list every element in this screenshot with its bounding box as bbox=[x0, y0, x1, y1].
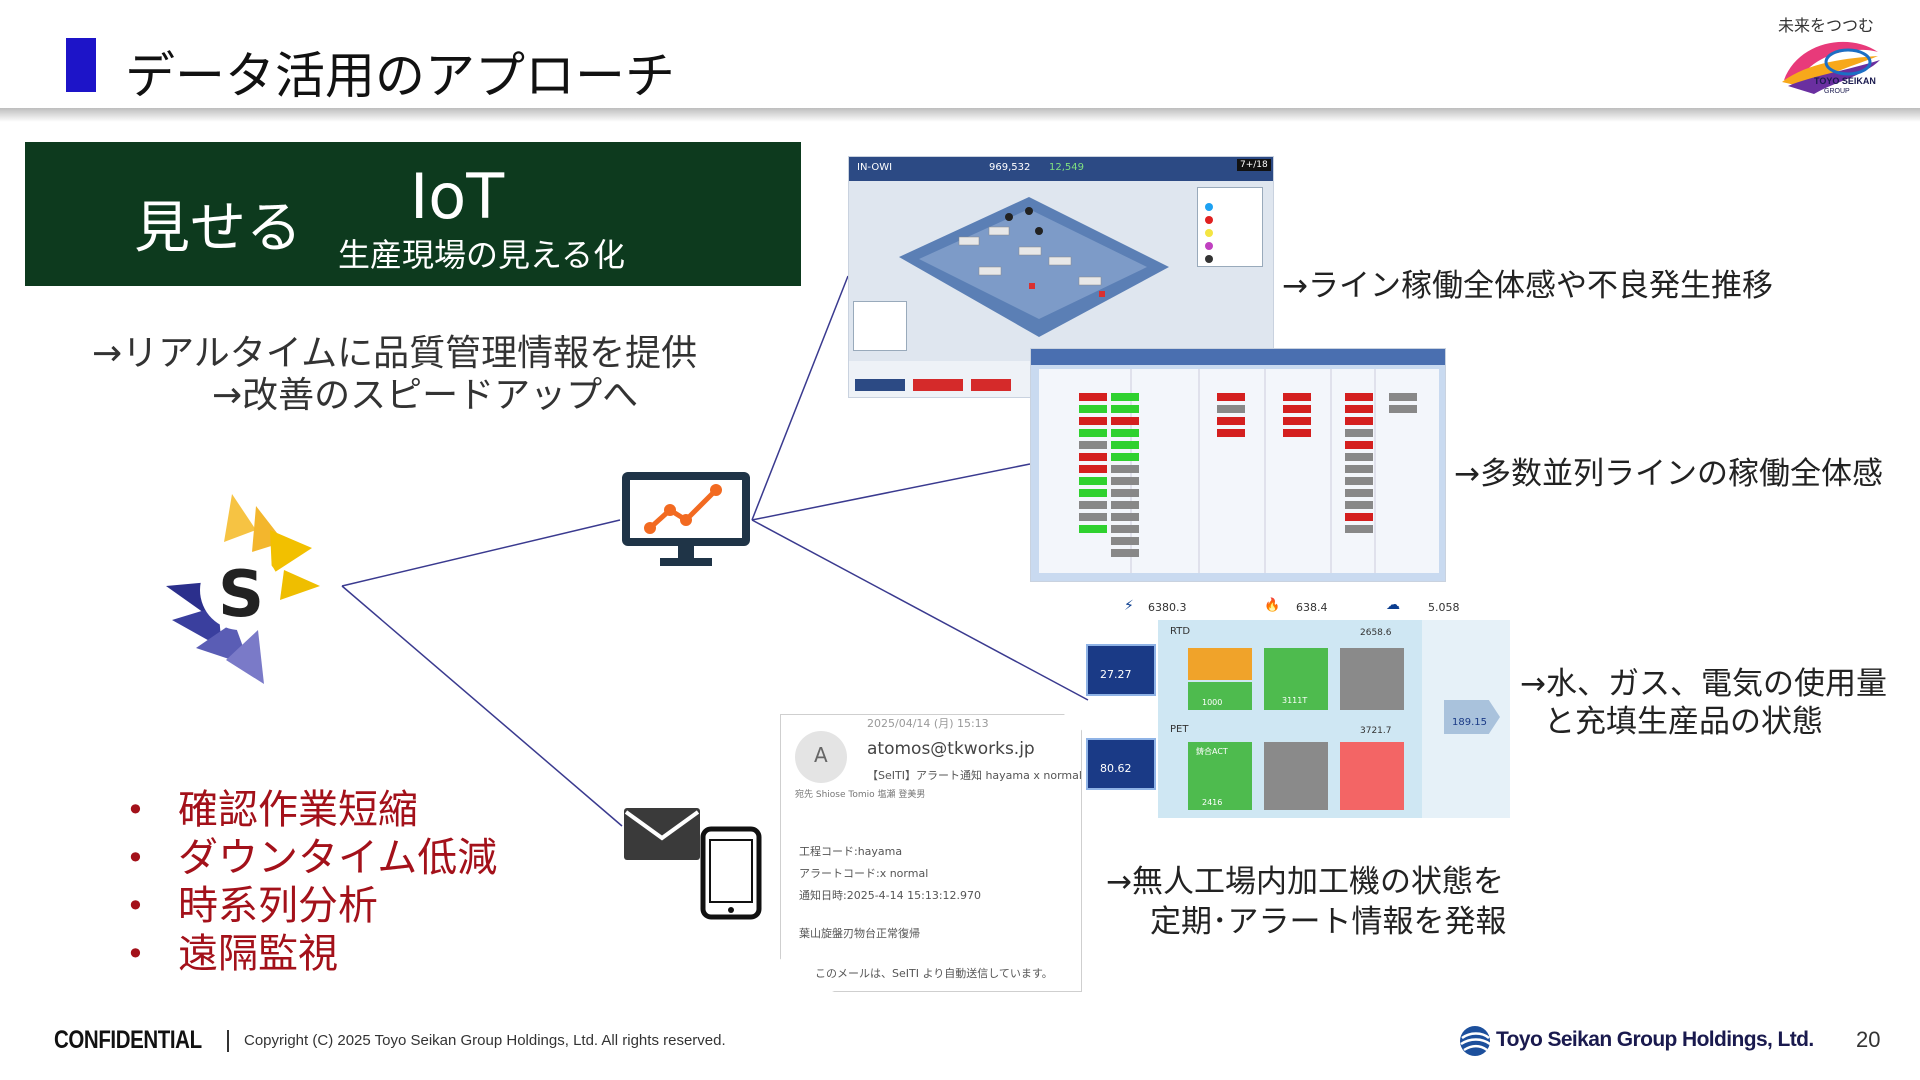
annotation-utilities-1: →水、ガス、電気の使用量 bbox=[1520, 666, 1887, 702]
board-status-cells bbox=[1079, 369, 1417, 573]
pet-total: 3721.7 bbox=[1360, 726, 1392, 736]
email-avatar-letter: A bbox=[814, 743, 828, 767]
footer-separator bbox=[227, 1030, 229, 1052]
tile-pet-gray bbox=[1264, 742, 1328, 810]
group-slogan: 未来をつつむ bbox=[1778, 16, 1875, 35]
svg-text:S: S bbox=[218, 558, 264, 632]
hero-left-label: 見せる bbox=[134, 196, 302, 261]
info-popup bbox=[853, 301, 907, 351]
email-body-line-3: 通知日時:2025-4-14 15:13:12.970 bbox=[799, 889, 982, 902]
energy-top-row bbox=[1086, 596, 1510, 620]
email-body-line-2: アラートコード:x normal bbox=[799, 867, 929, 880]
left-badge-1 bbox=[1086, 644, 1156, 696]
company-name: Toyo Seikan Group Holdings, Ltd. bbox=[1496, 1028, 1814, 1051]
hero-iot-sublabel: 生産現場の見える化 bbox=[338, 236, 626, 274]
envelope-icon bbox=[624, 808, 700, 860]
intro-line-1: →リアルタイムに品質管理情報を提供 bbox=[92, 333, 698, 374]
legend-panel bbox=[1197, 187, 1263, 267]
email-footer: このメールは、SeITI より自動送信しています。 bbox=[815, 967, 1053, 980]
iot-hero-box bbox=[25, 142, 801, 286]
rtd-label: RTD bbox=[1170, 626, 1191, 637]
tile-pet-1-value: 2416 bbox=[1202, 798, 1223, 807]
tile-pet-label: 鋳合ACT bbox=[1196, 747, 1228, 756]
dashboard-topbar-value1: 969,532 bbox=[989, 162, 1031, 173]
benefits-list: 確認作業短縮 ダウンタイム低減 時系列分析 遠隔監視 bbox=[120, 786, 497, 978]
left-value-2: 80.62 bbox=[1100, 762, 1132, 775]
email-avatar bbox=[795, 731, 847, 783]
water-icon: ☁ bbox=[1386, 597, 1400, 613]
benefit-item: ダウンタイム低減 bbox=[120, 834, 497, 882]
email-to: 宛先 Shiose Tomio 塩瀬 登美男 bbox=[795, 790, 926, 800]
energy-filling-panel: ⚡ 6380.3 🔥 638.4 ☁ 5.058 RTD 2658.6 PET … bbox=[1086, 596, 1510, 818]
benefit-item: 確認作業短縮 bbox=[120, 786, 497, 834]
tile-rtd-gray bbox=[1340, 648, 1404, 710]
right-value: 189.15 bbox=[1452, 717, 1487, 728]
email-subject: 【SeITI】アラート通知 hayama x normal bbox=[867, 769, 1082, 782]
title-accent-bar bbox=[66, 38, 96, 92]
confidential-label: CONFIDENTIAL bbox=[54, 1026, 202, 1054]
pet-label: PET bbox=[1170, 724, 1189, 735]
tile-rtd-1-value: 1000 bbox=[1202, 698, 1223, 707]
slide-header bbox=[0, 0, 1920, 110]
annotation-utilities-2: と充填生産品の状態 bbox=[1544, 704, 1823, 740]
dashboard-topbar-value2: 12,549 bbox=[1049, 162, 1084, 173]
annotation-unmanned-1: →無人工場内加工機の状態を bbox=[1106, 864, 1504, 900]
tile-rtd-orange bbox=[1188, 648, 1252, 680]
tile-rtd-green-2 bbox=[1264, 648, 1328, 710]
email-sender: atomos@tkworks.jp bbox=[867, 739, 1035, 759]
logo-text: TOYO SEIKAN bbox=[1814, 76, 1876, 86]
copyright-text: Copyright (C) 2025 Toyo Seikan Group Hol… bbox=[244, 1032, 726, 1049]
page-title: データ活用のアプローチ bbox=[125, 47, 675, 105]
tile-pet-red bbox=[1340, 742, 1404, 810]
email-body-line-4: 葉山旋盤刃物台正常復帰 bbox=[799, 927, 920, 940]
legend-swatches bbox=[1205, 203, 1213, 263]
tile-rtd-2-value: 3111T bbox=[1282, 696, 1308, 705]
logo-subtext: GROUP bbox=[1824, 88, 1850, 95]
lightning-icon: ⚡ bbox=[1124, 598, 1134, 614]
gas-value: 638.4 bbox=[1296, 601, 1328, 614]
dashboard-topbar bbox=[849, 157, 1273, 181]
hero-iot-label: IoT bbox=[410, 160, 505, 233]
right-arrow-badge bbox=[1444, 700, 1500, 734]
annotation-unmanned-2: 定期･アラート情報を発報 bbox=[1150, 904, 1507, 940]
electric-value: 6380.3 bbox=[1148, 601, 1187, 614]
benefit-item: 遠隔監視 bbox=[120, 930, 497, 978]
alert-email-card: 2025/04/14 (月) 15:13 A atomos@tkworks.jp… bbox=[780, 714, 1082, 992]
left-value-1: 27.27 bbox=[1100, 668, 1132, 681]
page-number: 20 bbox=[1856, 1027, 1881, 1052]
sunflower-logo-icon: S bbox=[166, 494, 320, 684]
factory-floor-render bbox=[899, 197, 1169, 337]
tile-pet-green bbox=[1188, 742, 1252, 810]
water-value: 5.058 bbox=[1428, 601, 1460, 614]
left-badge-2 bbox=[1086, 738, 1156, 790]
company-globe-icon bbox=[1460, 1026, 1491, 1056]
smartphone-icon bbox=[700, 826, 762, 920]
tile-rtd-green bbox=[1188, 682, 1252, 710]
intro-line-2: →改善のスピードアップへ bbox=[212, 375, 639, 416]
email-body-line-1: 工程コード:hayama bbox=[799, 845, 903, 858]
dashboard-topbar-label: IN-OWI bbox=[857, 162, 893, 173]
rtd-total: 2658.6 bbox=[1360, 628, 1392, 638]
monitor-chart-icon bbox=[622, 472, 750, 566]
annotation-parallel-lines: →多数並列ラインの稼働全体感 bbox=[1454, 456, 1883, 492]
annotation-line-overview: →ライン稼働全体感や不良発生推移 bbox=[1282, 268, 1773, 304]
header-divider bbox=[0, 108, 1920, 122]
email-date: 2025/04/14 (月) 15:13 bbox=[867, 717, 989, 730]
toyo-seikan-group-logo: TOYO SEIKAN GROUP bbox=[1782, 41, 1880, 95]
dashboard-badge: 7+/18 bbox=[1237, 159, 1271, 171]
board-titlebar bbox=[1031, 349, 1445, 365]
benefit-item: 時系列分析 bbox=[120, 882, 497, 930]
flame-icon: 🔥 bbox=[1264, 598, 1281, 613]
parallel-line-board bbox=[1030, 348, 1446, 582]
